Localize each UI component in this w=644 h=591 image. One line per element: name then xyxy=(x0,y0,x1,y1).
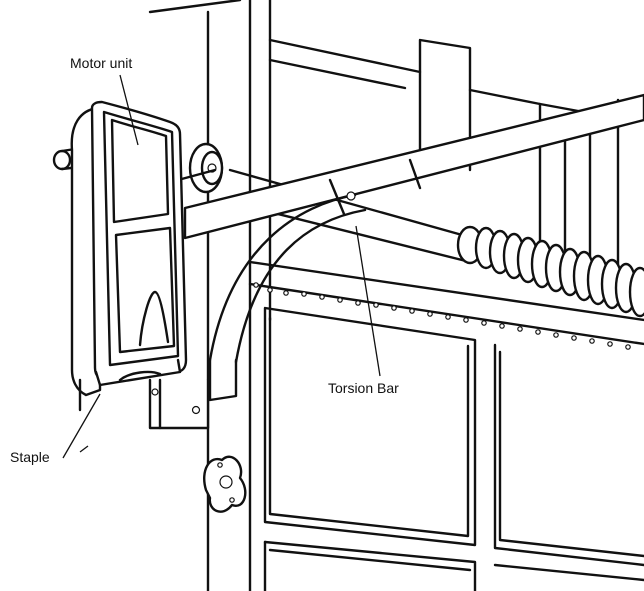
door-panels xyxy=(265,308,644,591)
staple-mark xyxy=(80,446,88,452)
label-torsion-bar: Torsion Bar xyxy=(328,380,399,396)
motor-unit xyxy=(54,102,186,410)
staple-leader xyxy=(63,394,100,458)
label-staple: Staple xyxy=(10,449,50,465)
pulley-drum xyxy=(178,144,222,192)
torsion-spring xyxy=(458,227,644,316)
label-motor-unit: Motor unit xyxy=(70,55,132,71)
hinge-bracket xyxy=(204,457,245,512)
garage-door xyxy=(250,262,644,591)
opener-arm xyxy=(185,95,644,238)
